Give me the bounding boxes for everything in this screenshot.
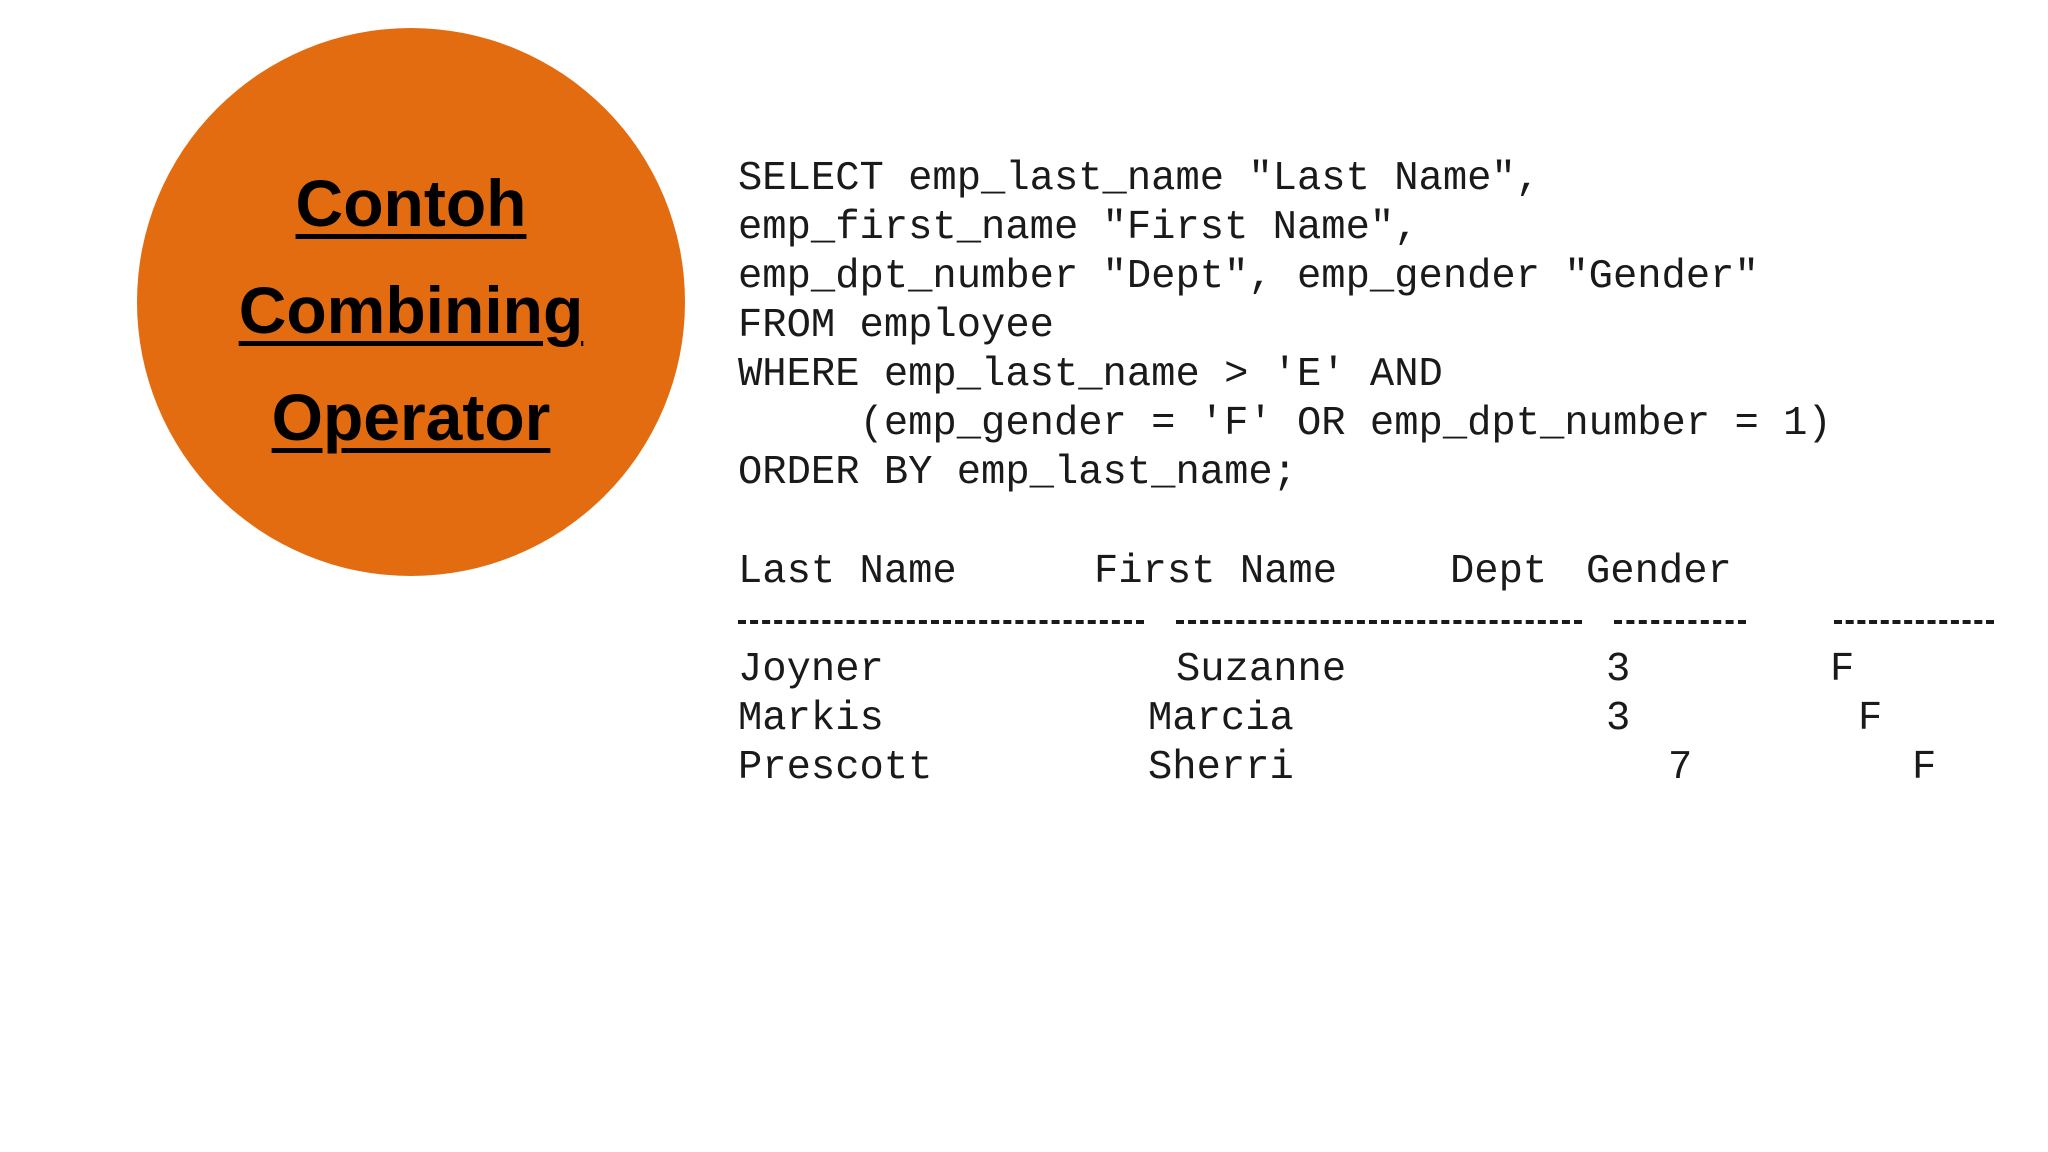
query-line-2: emp_first_name "First Name", [738, 205, 1419, 251]
sql-query: SELECT emp_last_name "Last Name",emp_fir… [738, 155, 1832, 498]
table-cell: 3 [1606, 696, 1631, 742]
query-line-4: FROM employee [738, 303, 1054, 349]
separator-first-name [1176, 620, 1582, 624]
slide-title: Contoh Combining Operator [137, 150, 685, 471]
header-gender: Gender [1586, 549, 1732, 595]
title-circle [137, 28, 685, 576]
table-cell: 7 [1668, 745, 1693, 791]
table-cell: Prescott [738, 745, 933, 791]
table-cell: F [1830, 647, 1855, 693]
query-line-7: ORDER BY emp_last_name; [738, 450, 1297, 496]
header-first-name: First Name [1094, 549, 1338, 595]
query-line-3: emp_dpt_number "Dept", emp_gender "Gende… [738, 254, 1759, 300]
table-cell: F [1858, 696, 1883, 742]
title-line-3: Operator [271, 380, 551, 454]
query-line-1: SELECT emp_last_name "Last Name", [738, 156, 1541, 202]
table-cell: Markis [738, 696, 884, 742]
title-line-1: Contoh [295, 166, 527, 240]
header-last-name: Last Name [738, 549, 957, 595]
header-dept: Dept [1450, 549, 1548, 595]
table-cell: Marcia [1148, 696, 1294, 742]
table-cell: F [1912, 745, 1937, 791]
query-line-5: WHERE emp_last_name > 'E' AND [738, 352, 1443, 398]
title-line-2: Combining [238, 273, 584, 347]
separator-last-name [738, 620, 1144, 624]
result-table: Last Name First Name Dept Gender Joyner … [738, 548, 2028, 798]
table-cell: Sherri [1148, 745, 1294, 791]
separator-dept [1614, 620, 1746, 624]
table-cell: Suzanne [1176, 647, 1347, 693]
table-cell: Joyner [738, 647, 884, 693]
separator-gender [1834, 620, 1994, 624]
table-cell: 3 [1606, 647, 1631, 693]
query-line-6: (emp_gender = 'F' OR emp_dpt_number = 1) [738, 401, 1832, 447]
